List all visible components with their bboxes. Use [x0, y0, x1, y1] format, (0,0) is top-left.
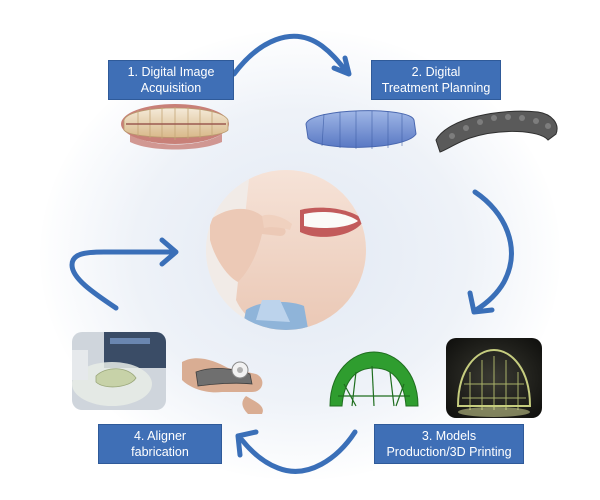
step-2-line-2: Treatment Planning — [381, 81, 491, 95]
arrow-3-to-4-head — [235, 429, 259, 458]
step-4-line-1: 4. Aligner — [133, 429, 187, 443]
3d-printed-dental-models — [329, 338, 542, 418]
digital-aligner-models — [305, 110, 558, 153]
step-2-line-1: 2. Digital — [411, 65, 461, 79]
step-1-label: 1. Digital Image Acquisition — [108, 60, 234, 100]
arrow-1-to-2 — [231, 33, 350, 77]
step-3-line-1: 3. Models — [421, 429, 477, 443]
aligner-fabrication-photos — [72, 332, 263, 414]
arrow-1-to-2-head — [331, 55, 352, 77]
cycle-arrows — [69, 33, 514, 474]
step-3-label: 3. Models Production/3D Printing — [374, 424, 524, 464]
step-1-line-2: Acquisition — [140, 81, 202, 95]
step-4-line-2: fabrication — [131, 445, 189, 459]
arrow-4-to-1-head — [159, 237, 179, 267]
step-1-line-1: 1. Digital Image — [127, 65, 215, 79]
arrow-3-to-4 — [239, 429, 358, 474]
step-2-label: 2. Digital Treatment Planning — [371, 60, 501, 100]
step-3-line-2: Production/3D Printing — [386, 445, 512, 459]
step-4-label: 4. Aligner fabrication — [98, 424, 222, 464]
arrow-4-to-1 — [69, 249, 175, 311]
smiling-woman-inserting-aligner — [206, 170, 366, 330]
dental-scan-image — [121, 104, 229, 150]
arrow-2-to-3 — [472, 189, 514, 313]
arrow-2-to-3-head — [467, 290, 495, 315]
